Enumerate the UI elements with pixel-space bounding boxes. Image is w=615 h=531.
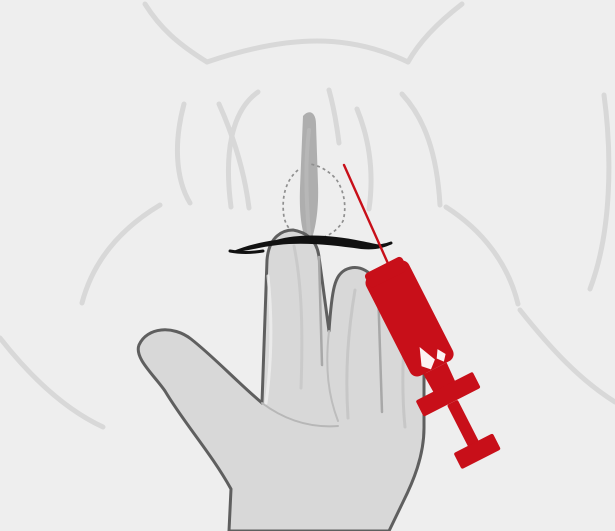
band-left-tip — [230, 251, 263, 253]
